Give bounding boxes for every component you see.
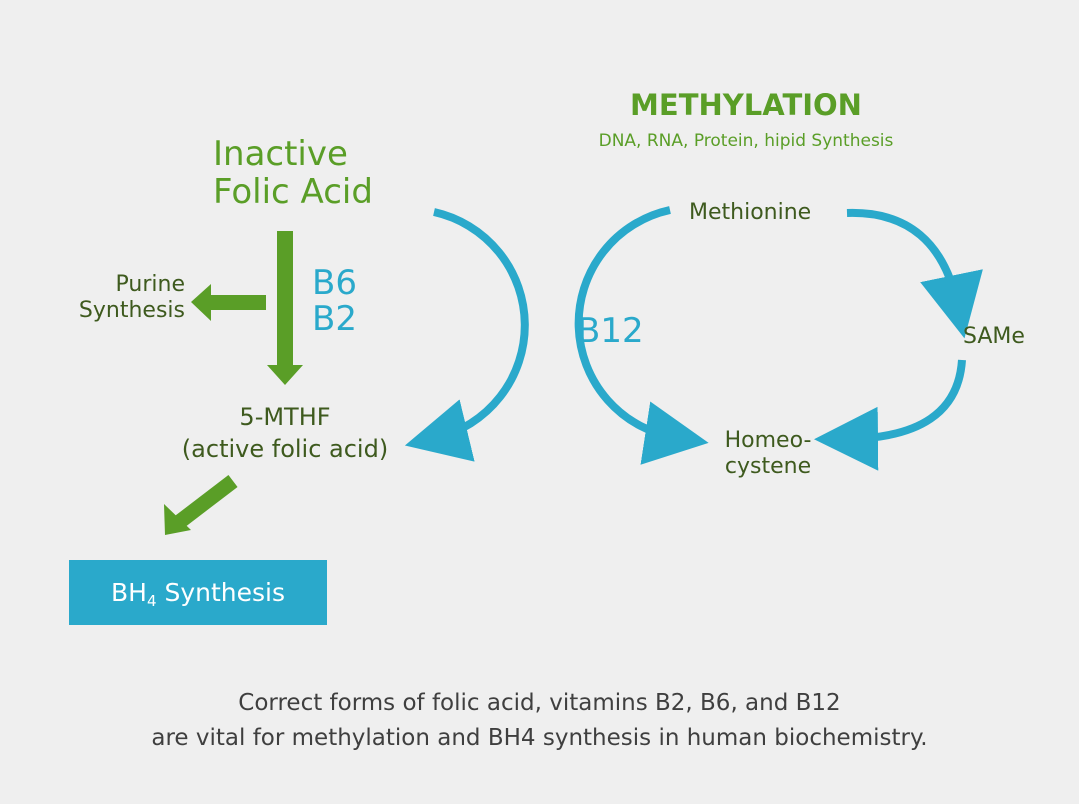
- mthf-line-2: (active folic acid): [181, 435, 389, 463]
- inactive-folic-acid-label: Inactive Folic Acid: [213, 135, 373, 211]
- caption-line-2: are vital for methylation and BH4 synthe…: [151, 725, 928, 751]
- methionine-label: Methionine: [689, 200, 812, 225]
- cofactor-b6: B6: [312, 263, 357, 303]
- methylation-subtitle: DNA, RNA, Protein, hipid Synthesis: [598, 131, 894, 151]
- methionine-to-same-arrow: [846, 208, 983, 339]
- same-label: SAMe: [963, 324, 1025, 349]
- b12-left-arc: [404, 208, 529, 462]
- methylation-title: METHYLATION: [630, 88, 862, 122]
- purine-arrow: [191, 284, 266, 321]
- homeo-line-2: cystene: [724, 454, 812, 479]
- purine-synthesis-label: Purine Synthesis: [60, 272, 185, 324]
- same-to-homeocystene-arrow: [814, 359, 966, 471]
- bh4-synthesis-box: BH4 Synthesis: [69, 560, 327, 625]
- caption-line-1: Correct forms of folic acid, vitamins B2…: [238, 690, 841, 716]
- b12-label: B12: [577, 311, 644, 351]
- bh4-arrow: [164, 475, 238, 535]
- inactive-line-1: Inactive: [213, 134, 348, 174]
- cofactor-b2: B2: [312, 299, 357, 339]
- inactive-line-2: Folic Acid: [213, 172, 373, 212]
- caption: Correct forms of folic acid, vitamins B2…: [0, 686, 1079, 756]
- purine-line-1: Purine: [115, 272, 185, 297]
- bh4-suffix: Synthesis: [156, 578, 285, 607]
- b12-right-arc: [574, 206, 709, 465]
- conversion-arrow: [267, 231, 303, 385]
- homeocystene-label: Homeo- cystene: [703, 428, 833, 480]
- purine-line-2: Synthesis: [78, 298, 185, 323]
- mthf-line-1: 5-MTHF: [239, 403, 331, 431]
- bh4-subscript: 4: [146, 592, 157, 610]
- b-vitamin-cofactors: B6 B2: [312, 265, 357, 337]
- homeo-line-1: Homeo-: [724, 428, 812, 453]
- bh4-main: BH: [111, 578, 147, 607]
- mthf-label: 5-MTHF (active folic acid): [150, 401, 420, 465]
